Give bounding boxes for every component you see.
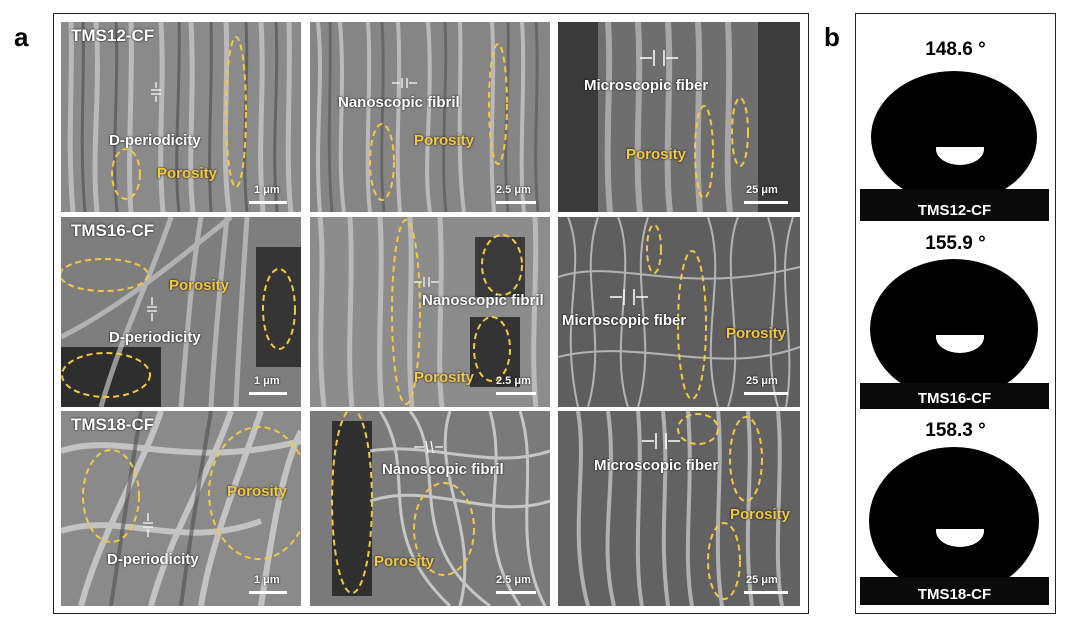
contact-angle-column: 148.6 ° TMS12-CF 155.9 ° TMS16-CF 158.3 … (855, 13, 1056, 614)
scale-bar (249, 591, 287, 594)
droplet-image-tms12: TMS12-CF (860, 61, 1049, 221)
scale-bar-label: 1 μm (254, 574, 280, 586)
scale-bar-label: 1 μm (254, 184, 280, 196)
sem-texture (558, 411, 800, 606)
nanoscopic-fibril-label: Nanoscopic fibril (382, 461, 504, 478)
scale-bar (744, 201, 788, 204)
porosity-label: Porosity (626, 146, 687, 163)
d-periodicity-label: D-periodicity (107, 551, 199, 568)
annotation-overlay (61, 258, 296, 398)
sem-image-tms12-2-5um: Nanoscopic fibril Porosity 2.5 μm (310, 22, 550, 212)
annotation-overlay (369, 43, 508, 201)
scale-bar (744, 591, 788, 594)
microscopic-fiber-label: Microscopic fiber (562, 312, 687, 329)
contact-angle-value: 158.3 ° (925, 420, 986, 441)
annotation-overlay (640, 50, 749, 199)
sem-image-tms18-1um: TMS18-CF D-periodicity Porosity 1 μm (61, 411, 301, 606)
scale-bar-label: 2.5 μm (496, 184, 531, 196)
microscopic-fiber-label: Microscopic fiber (594, 457, 719, 474)
panel-b-letter: b (824, 22, 840, 52)
sem-texture (558, 22, 800, 212)
annotation-overlay (331, 411, 475, 594)
sem-texture (61, 217, 301, 407)
d-periodicity-label: D-periodicity (109, 329, 201, 346)
sample-label: TMS12-CF (71, 26, 155, 45)
scale-bar (249, 201, 287, 204)
microscopic-fiber-label: Microscopic fiber (584, 77, 709, 94)
scale-bar (249, 392, 287, 395)
annotation-overlay (111, 36, 247, 200)
porosity-label: Porosity (169, 277, 230, 294)
annotation-overlay (642, 413, 763, 600)
scale-bar-label: 2.5 μm (496, 375, 531, 387)
droplet-sample-label: TMS18-CF (917, 586, 992, 603)
scale-bar-label: 1 μm (254, 375, 280, 387)
sem-texture (61, 22, 301, 212)
scale-bar-label: 25 μm (746, 184, 778, 196)
droplet-sample-label: TMS16-CF (917, 390, 992, 407)
scale-bar-label: 25 μm (746, 574, 778, 586)
nanoscopic-fibril-label: Nanoscopic fibril (422, 292, 544, 309)
water-droplet (860, 259, 1049, 409)
sample-label: TMS18-CF (71, 415, 155, 434)
contact-angle-value: 155.9 ° (925, 233, 986, 254)
droplet-sample-label: TMS12-CF (917, 202, 992, 219)
sem-image-tms16-1um: TMS16-CF D-periodicity Porosity 1 μm (61, 217, 301, 407)
nanoscopic-fibril-label: Nanoscopic fibril (338, 94, 460, 111)
sem-texture (61, 411, 301, 606)
porosity-label: Porosity (414, 369, 475, 386)
sem-texture (310, 411, 550, 606)
sem-texture (310, 22, 550, 212)
scale-bar (744, 392, 788, 395)
water-droplet (860, 447, 1049, 605)
annotation-overlay (610, 224, 707, 400)
sem-image-tms12-1um: TMS12-CF D-periodicity Porosity 1 μm (61, 22, 301, 212)
scale-bar (496, 591, 536, 594)
contact-angle-value: 148.6 ° (925, 39, 986, 60)
sem-image-tms18-25um: Microscopic fiber Porosity 25 μm (558, 411, 800, 606)
sem-image-tms16-25um: Microscopic fiber Porosity 25 μm (558, 217, 800, 407)
droplet-image-tms16: TMS16-CF (860, 255, 1049, 409)
porosity-label: Porosity (414, 132, 475, 149)
droplet-image-tms18: TMS18-CF (860, 443, 1049, 605)
sample-label: TMS16-CF (71, 221, 155, 240)
water-droplet (860, 71, 1049, 221)
porosity-label: Porosity (157, 165, 218, 182)
sem-image-tms18-2-5um: Nanoscopic fibril Porosity 2.5 μm (310, 411, 550, 606)
sem-texture (558, 217, 800, 407)
annotation-overlay (82, 426, 301, 560)
porosity-label: Porosity (227, 483, 288, 500)
sem-image-tms16-2-5um: Nanoscopic fibril Porosity 2.5 μm (310, 217, 550, 407)
porosity-label: Porosity (726, 325, 787, 342)
porosity-label: Porosity (730, 506, 791, 523)
sem-texture (310, 217, 550, 407)
scale-bar (496, 201, 536, 204)
annotation-overlay (391, 219, 523, 405)
scale-bar-label: 25 μm (746, 375, 778, 387)
scale-bar-label: 2.5 μm (496, 574, 531, 586)
scale-bar (496, 392, 536, 395)
panel-a-letter: a (14, 22, 29, 52)
d-periodicity-label: D-periodicity (109, 132, 201, 149)
porosity-label: Porosity (374, 553, 435, 570)
sem-image-tms12-25um: Microscopic fiber Porosity 25 μm (558, 22, 800, 212)
